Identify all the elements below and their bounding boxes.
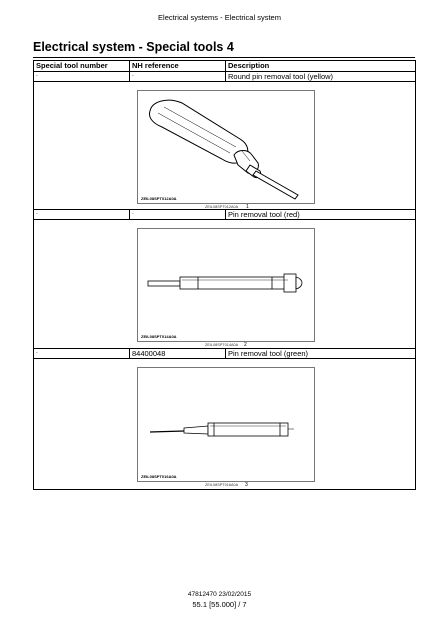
description-cell: Round pin removal tool (yellow) bbox=[225, 71, 416, 82]
figure-frame: ZEIL08SPT012A0A bbox=[137, 90, 315, 204]
description-cell: Pin removal tool (green) bbox=[225, 348, 416, 359]
figure-cell: ZEIL08SPT016A0A ZEIL08SPT016A0A 3 bbox=[33, 358, 416, 490]
figure-code: ZEIL08SPT014A0A bbox=[141, 334, 177, 339]
description-cell: Pin removal tool (red) bbox=[225, 209, 416, 220]
figure-caption: ZEIL08SPT016A0A bbox=[205, 483, 239, 487]
special-tools-table: Special tool number NH reference Descrip… bbox=[33, 60, 416, 490]
tool-number-cell: - bbox=[33, 71, 130, 82]
figure-number: 3 bbox=[245, 482, 248, 488]
table-row: - - Pin removal tool (red) bbox=[33, 209, 416, 220]
figure-cell: ZEIL08SPT014A0A ZEIL08SPT014A0A 2 bbox=[33, 219, 416, 349]
nh-reference-cell: - bbox=[129, 209, 226, 220]
footer-document-reference: 47812470 23/02/2015 bbox=[187, 591, 252, 598]
nh-reference-cell: - bbox=[129, 71, 226, 82]
figure-number: 1 bbox=[246, 204, 249, 210]
footer-page-reference: 55.1 [55.000] / 7 bbox=[192, 600, 247, 609]
title-rule bbox=[33, 57, 415, 58]
figure-code: ZEIL08SPT012A0A bbox=[141, 196, 177, 201]
table-row: - - Round pin removal tool (yellow) bbox=[33, 71, 416, 82]
table-row: - 84400048 Pin removal tool (green) bbox=[33, 348, 416, 359]
figure-code: ZEIL08SPT016A0A bbox=[141, 474, 177, 479]
figure-caption: ZEIL08SPT014A0A bbox=[205, 343, 239, 347]
figure-cell: ZEIL08SPT012A0A ZEIL08SPT012A0A 1 bbox=[33, 81, 416, 210]
column-header-nh-reference: NH reference bbox=[129, 60, 226, 72]
tool-number-cell: - bbox=[33, 348, 130, 359]
round-pin-removal-tool-illustration bbox=[149, 99, 299, 200]
column-header-tool-number: Special tool number bbox=[33, 60, 130, 72]
figure-frame: ZEIL08SPT016A0A bbox=[137, 367, 315, 482]
figure-row: ZEIL08SPT014A0A ZEIL08SPT014A0A 2 bbox=[33, 219, 416, 349]
figure-row: ZEIL08SPT012A0A ZEIL08SPT012A0A 1 bbox=[33, 81, 416, 210]
tool-number-cell: - bbox=[33, 209, 130, 220]
running-header: Electrical systems - Electrical system bbox=[158, 13, 281, 22]
figure-frame: ZEIL08SPT014A0A bbox=[137, 228, 315, 342]
figure-caption: ZEIL08SPT012A0A bbox=[205, 205, 239, 209]
column-header-description: Description bbox=[225, 60, 416, 72]
red-pin-removal-tool-illustration bbox=[147, 273, 303, 293]
green-pin-removal-tool-illustration bbox=[149, 422, 294, 437]
figure-number: 2 bbox=[244, 342, 247, 348]
page-title: Electrical system - Special tools 4 bbox=[33, 40, 234, 54]
figure-row: ZEIL08SPT016A0A ZEIL08SPT016A0A 3 bbox=[33, 358, 416, 490]
nh-reference-cell: 84400048 bbox=[129, 348, 226, 359]
table-header-row: Special tool number NH reference Descrip… bbox=[33, 60, 416, 72]
